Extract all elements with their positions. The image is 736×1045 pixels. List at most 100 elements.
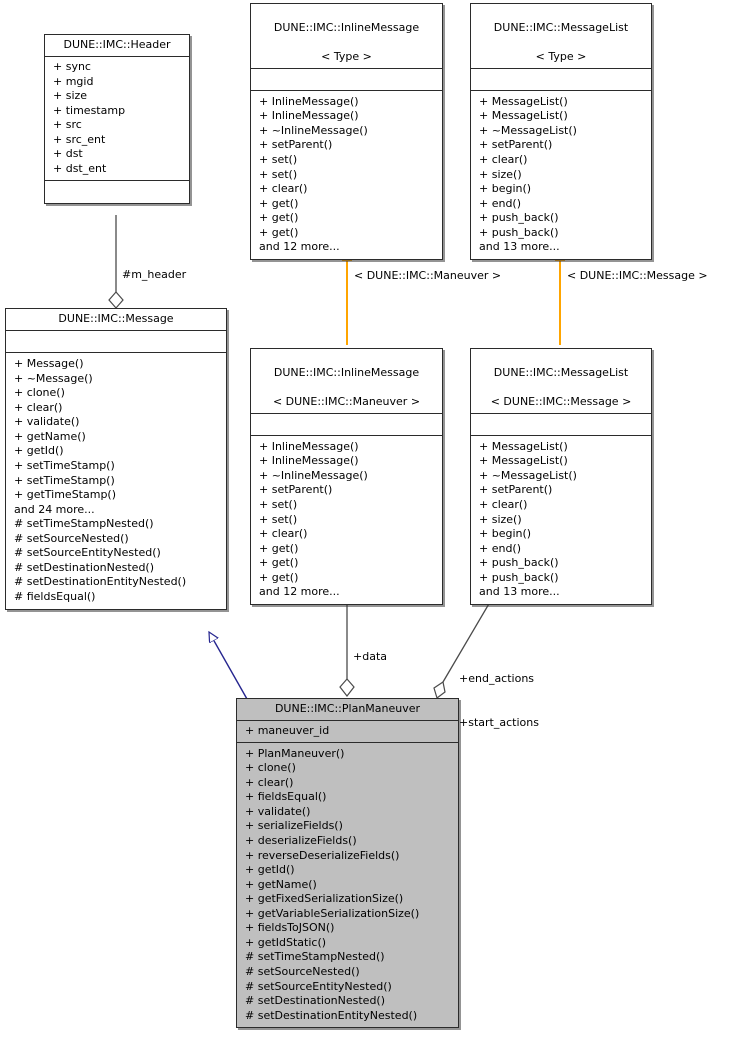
operation-row: + ~Message() [14, 371, 93, 385]
operation-row: # setDestinationEntityNested() [245, 1008, 418, 1022]
attribute-row: + maneuver_id [245, 724, 330, 738]
class-title-message: DUNE::IMC::Message [6, 309, 226, 332]
operation-row: + getTimeStamp() [14, 488, 117, 502]
operation-row: + getId() [245, 863, 295, 877]
class-template-params: < Type > [535, 49, 587, 63]
class-box-inlinemessage-type[interactable]: DUNE::IMC::InlineMessage < Type > + Inli… [250, 3, 443, 260]
edge-label-start-actions: +start_actions [459, 715, 539, 729]
operation-row: + begin() [479, 527, 532, 541]
class-operations-inlinemessage-maneuver: + InlineMessage() + InlineMessage() + ~I… [251, 436, 442, 604]
operation-row: + get() [259, 196, 299, 210]
operation-row: # setDestinationNested() [245, 994, 386, 1008]
class-title-inlinemessage-maneuver: DUNE::IMC::InlineMessage < DUNE::IMC::Ma… [251, 349, 442, 414]
class-operations-header [45, 181, 189, 203]
operation-row: + validate() [245, 804, 311, 818]
operation-row: + end() [479, 196, 522, 210]
operation-row: + clear() [259, 527, 308, 541]
operation-row: + InlineMessage() [259, 109, 359, 123]
class-name: DUNE::IMC::MessageList [493, 366, 629, 380]
class-name: DUNE::IMC::MessageList [493, 21, 629, 35]
class-title-planmaneuver: DUNE::IMC::PlanManeuver [237, 699, 458, 722]
attribute-row: + mgid [53, 74, 94, 88]
attribute-row: + src_ent [53, 132, 106, 146]
class-title-messagelist-type: DUNE::IMC::MessageList < Type > [471, 4, 651, 69]
operation-row: + set() [259, 512, 298, 526]
operation-row: # setSourceEntityNested() [14, 546, 161, 560]
operation-row: + ~MessageList() [479, 468, 577, 482]
class-box-inlinemessage-maneuver[interactable]: DUNE::IMC::InlineMessage < DUNE::IMC::Ma… [250, 348, 443, 605]
class-title-messagelist-message: DUNE::IMC::MessageList < DUNE::IMC::Mess… [471, 349, 651, 414]
attribute-row: + src [53, 118, 82, 132]
operation-row: + MessageList() [479, 439, 568, 453]
class-operations-messagelist-message: + MessageList() + MessageList() + ~Messa… [471, 436, 651, 604]
class-box-planmaneuver[interactable]: DUNE::IMC::PlanManeuver + maneuver_id + … [236, 698, 459, 1029]
operation-row: + getFixedSerializationSize() [245, 892, 404, 906]
operation-row-more: and 13 more... [479, 240, 560, 254]
class-operations-inlinemessage-type: + InlineMessage() + InlineMessage() + ~I… [251, 91, 442, 259]
class-operations-messagelist-type: + MessageList() + MessageList() + ~Messa… [471, 91, 651, 259]
class-box-messagelist-type[interactable]: DUNE::IMC::MessageList < Type > + Messag… [470, 3, 652, 260]
operation-row: + MessageList() [479, 109, 568, 123]
operation-row: # setSourceNested() [14, 531, 129, 545]
operation-row-more: and 12 more... [259, 585, 340, 599]
operation-row: + set() [259, 153, 298, 166]
operation-row: + push_back() [479, 556, 559, 570]
operation-row-more: and 13 more... [479, 585, 560, 599]
class-attributes-messagelist-type [471, 69, 651, 91]
operation-row: + setTimeStamp() [14, 473, 115, 487]
operation-row: # setDestinationNested() [14, 560, 155, 574]
operation-row: + Message() [14, 357, 84, 371]
operation-row: + getName() [14, 429, 86, 443]
operation-row: + set() [259, 167, 298, 181]
operation-row: + PlanManeuver() [245, 746, 345, 760]
edge-label-end-actions: +end_actions [459, 672, 535, 685]
class-box-header[interactable]: DUNE::IMC::Header + sync + mgid + size +… [44, 34, 190, 204]
operation-row: + validate() [14, 415, 80, 429]
operation-row: + push_back() [479, 225, 559, 239]
edge-message-inheritance [209, 632, 248, 700]
edge-label-data: +data [353, 650, 387, 663]
operation-row: + end() [479, 541, 522, 555]
operation-row: + get() [259, 211, 299, 225]
edge-header-to-message [108, 215, 124, 309]
operation-row: # fieldsEqual() [14, 589, 96, 603]
class-template-params: < DUNE::IMC::Maneuver > [272, 394, 421, 408]
operation-row: + clone() [245, 761, 296, 775]
attribute-row: + dst_ent [53, 162, 107, 176]
class-title-inlinemessage-type: DUNE::IMC::InlineMessage < Type > [251, 4, 442, 69]
operation-row: + clear() [479, 153, 528, 166]
operation-row: + get() [259, 225, 299, 239]
attribute-row: + size [53, 89, 88, 103]
class-attributes-header: + sync + mgid + size + timestamp + src +… [45, 57, 189, 181]
operation-row: + setParent() [479, 138, 553, 152]
operation-row: + clone() [14, 386, 65, 400]
operation-row: + reverseDeserializeFields() [245, 848, 400, 862]
operation-row: + clear() [245, 775, 294, 789]
operation-row: + InlineMessage() [259, 94, 359, 108]
class-template-params: < Type > [321, 49, 372, 63]
operation-row: + clear() [259, 182, 308, 196]
operation-row: + fieldsEqual() [245, 790, 327, 804]
operation-row: + get() [259, 556, 299, 570]
operation-row: + ~InlineMessage() [259, 123, 368, 137]
operation-row: + deserializeFields() [245, 834, 357, 848]
operation-row: + push_back() [479, 570, 559, 584]
operation-row: # setDestinationEntityNested() [14, 575, 187, 589]
operation-row: + setTimeStamp() [14, 459, 115, 473]
operation-row: + fieldsToJSON() [245, 921, 335, 935]
class-box-messagelist-message[interactable]: DUNE::IMC::MessageList < DUNE::IMC::Mess… [470, 348, 652, 605]
operation-row: # setSourceNested() [245, 964, 360, 978]
operation-row-more: and 24 more... [14, 502, 95, 516]
operation-row: + setParent() [259, 138, 333, 152]
attribute-row: + sync [53, 60, 91, 74]
operation-row: # setTimeStampNested() [14, 517, 154, 531]
operation-row: + getId() [14, 444, 64, 458]
class-operations-message: + Message() + ~Message() + clone() + cle… [6, 353, 226, 608]
operation-row: + size() [479, 167, 522, 181]
operation-row: + setParent() [479, 483, 553, 497]
operation-row: + getIdStatic() [245, 935, 327, 949]
operation-row: + ~InlineMessage() [259, 468, 368, 482]
class-box-message[interactable]: DUNE::IMC::Message + Message() + ~Messag… [5, 308, 227, 610]
class-operations-planmaneuver: + PlanManeuver() + clone() + clear() + f… [237, 743, 458, 1027]
operation-row: + push_back() [479, 211, 559, 225]
